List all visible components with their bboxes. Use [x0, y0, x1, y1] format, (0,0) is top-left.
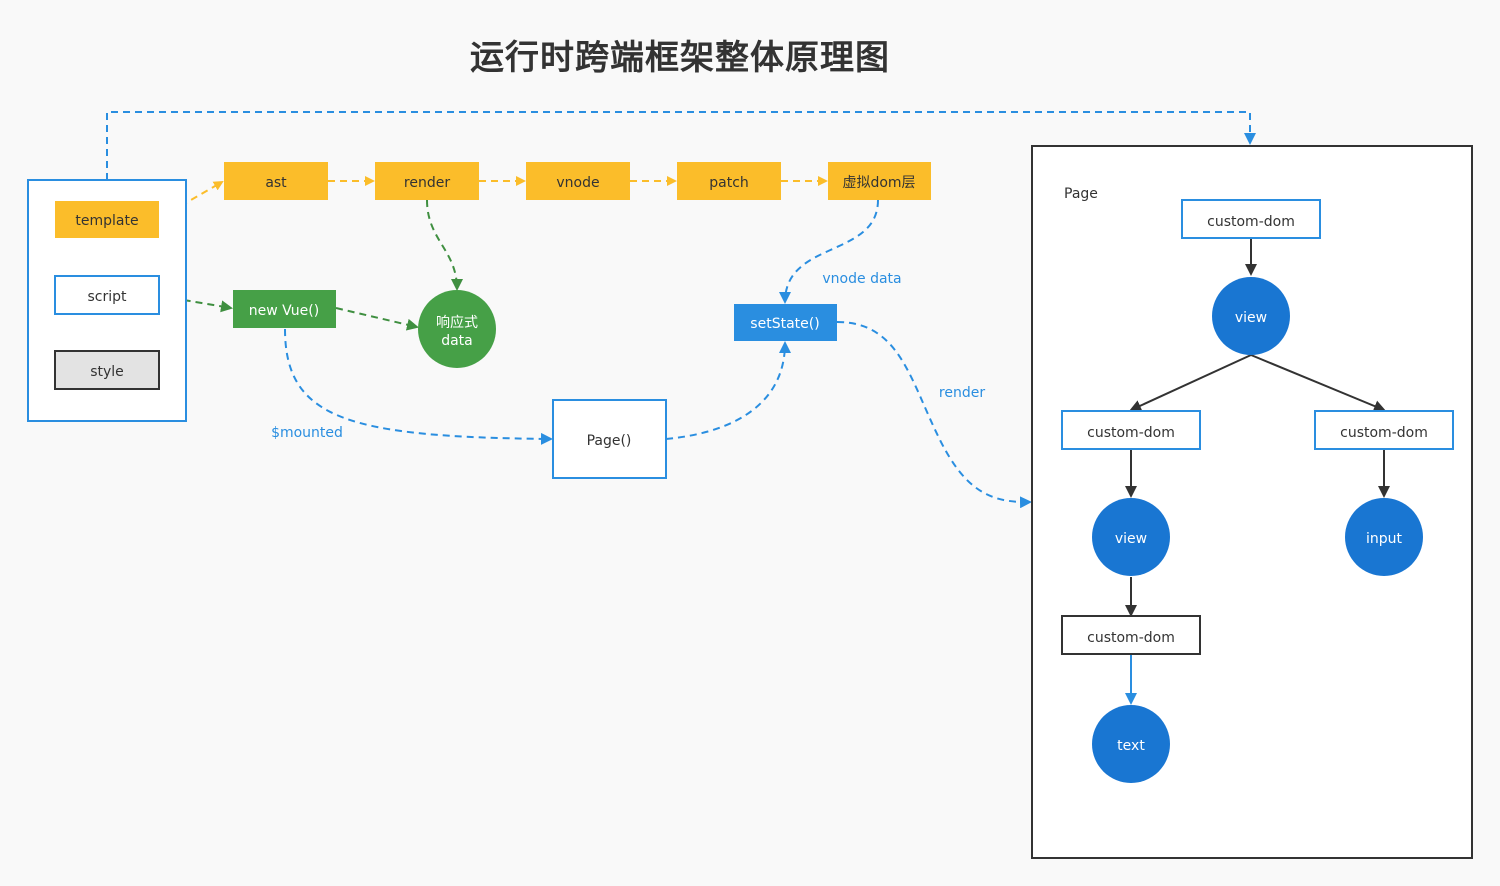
set-state-label: setState() — [750, 316, 819, 332]
tree-left-label: custom-dom — [1087, 425, 1175, 441]
new-vue-node[interactable]: new Vue() — [233, 290, 336, 328]
page-panel-label: Page — [1064, 186, 1098, 202]
pipeline-node-render[interactable]: render — [375, 162, 479, 200]
template-label: template — [75, 213, 138, 229]
tree-edge-view-right — [1250, 354, 1386, 412]
tree-bottom-custom-dom[interactable]: custom-dom — [1061, 615, 1201, 655]
edge-render-to-reactive — [426, 199, 463, 291]
tree-view-node-1[interactable]: view — [1212, 277, 1290, 355]
reactive-data-node[interactable]: 响应式 data — [418, 290, 496, 368]
pipeline-node-ast[interactable]: ast — [224, 162, 328, 200]
pipeline-label-ast: ast — [265, 175, 287, 191]
tree-edge-view-left — [1129, 354, 1252, 412]
template-node[interactable]: template — [55, 201, 159, 238]
tree-input-label: input — [1366, 531, 1403, 547]
new-vue-label: new Vue() — [249, 303, 319, 319]
pipeline-node-vnode[interactable]: vnode — [526, 162, 630, 200]
style-label: style — [90, 364, 124, 380]
page-fn-label: Page() — [587, 433, 632, 449]
page-fn-node[interactable]: Page() — [552, 399, 667, 479]
tree-left-custom-dom[interactable]: custom-dom — [1061, 410, 1201, 450]
set-state-node[interactable]: setState() — [734, 304, 837, 341]
pipeline-label-patch: patch — [709, 175, 749, 191]
tree-view-label-1: view — [1235, 310, 1267, 326]
edge-vdom-to-setstate — [779, 199, 879, 304]
edge-component-to-page — [106, 111, 1256, 180]
edge-page-to-setstate — [665, 341, 791, 440]
diagram-title: 运行时跨端框架整体原理图 — [470, 38, 890, 78]
reactive-data-label-2: data — [441, 333, 473, 349]
script-node[interactable]: script — [54, 275, 160, 315]
edge-label-mounted: $mounted — [271, 425, 343, 441]
tree-root-custom-dom[interactable]: custom-dom — [1181, 199, 1321, 239]
tree-root-label: custom-dom — [1207, 214, 1295, 230]
pipeline-label-vnode: vnode — [556, 175, 599, 191]
style-node[interactable]: style — [54, 350, 160, 390]
edge-label-vnode-data: vnode data — [822, 271, 901, 287]
tree-right-label: custom-dom — [1340, 425, 1428, 441]
edge-newvue-to-reactive — [335, 307, 419, 331]
pipeline-label-render: render — [404, 175, 450, 191]
tree-right-custom-dom[interactable]: custom-dom — [1314, 410, 1454, 450]
pipeline-node-vdom-layer[interactable]: 虚拟dom层 — [828, 162, 931, 200]
edge-mounted — [284, 328, 553, 445]
tree-text-node[interactable]: text — [1092, 705, 1170, 783]
tree-view-label-2: view — [1115, 531, 1147, 547]
script-label: script — [87, 289, 127, 305]
edge-render — [836, 321, 1032, 509]
tree-view-node-2[interactable]: view — [1092, 498, 1170, 576]
tree-bottom-label: custom-dom — [1087, 630, 1175, 646]
edge-label-render: render — [939, 385, 985, 401]
tree-input-node[interactable]: input — [1345, 498, 1423, 576]
pipeline-node-patch[interactable]: patch — [677, 162, 781, 200]
reactive-data-label-1: 响应式 — [436, 314, 478, 331]
pipeline-label-vdom-layer: 虚拟dom层 — [842, 175, 915, 191]
tree-text-label: text — [1117, 738, 1145, 754]
